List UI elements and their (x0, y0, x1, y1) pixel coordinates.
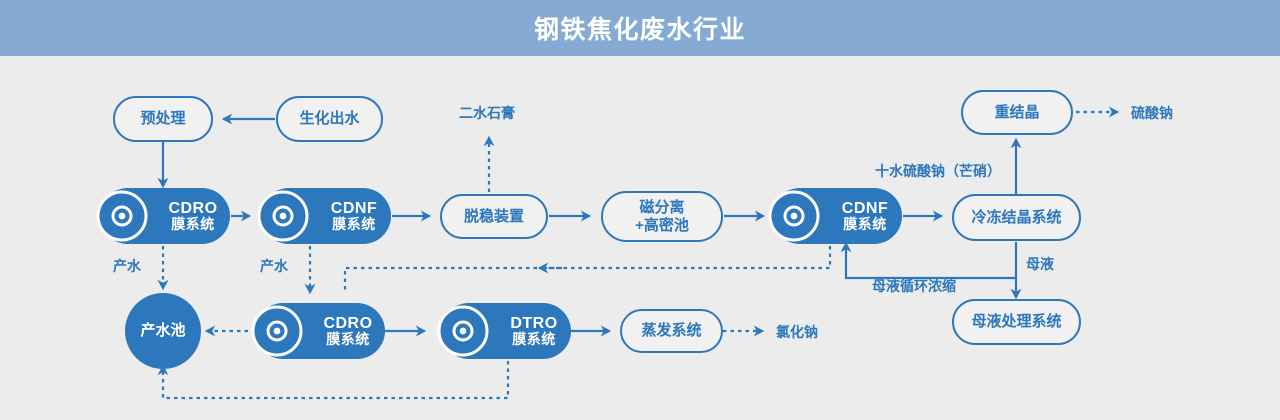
node-cdnf-1-en: CDNF (330, 199, 378, 217)
label-mother-liquor-recycle: 母液循环浓缩 (872, 278, 956, 294)
node-freeze-crystallization-label: 冷冻结晶系统 (971, 208, 1062, 226)
label-product-water-2: 产水 (260, 258, 288, 274)
node-biochem-effluent-label: 生化出水 (299, 110, 360, 128)
label-mother-liquor: 母液 (1026, 256, 1054, 272)
node-cdro-1-cn: 膜系统 (171, 216, 215, 233)
node-freeze-crystallization[interactable]: 冷冻结晶系统 (952, 194, 1081, 241)
membrane-icon (257, 190, 309, 242)
node-dtro-cn: 膜系统 (512, 331, 556, 348)
membrane-icon (437, 305, 489, 357)
node-cdro-1[interactable]: CDRO 膜系统 (96, 188, 230, 244)
node-mother-liquor-treatment-label: 母液处理系统 (971, 313, 1062, 331)
node-evaporation-system-label: 蒸发系统 (641, 322, 702, 340)
page-title: 钢铁焦化废水行业 (533, 16, 746, 44)
node-magnetic-separation-line1: 磁分离 (639, 199, 685, 217)
label-sodium-sulfate: 硫酸钠 (1131, 105, 1173, 121)
label-gypsum: 二水石膏 (459, 105, 515, 121)
node-cdro-2-cn: 膜系统 (326, 331, 370, 348)
node-product-water-pool-label: 产水池 (140, 322, 186, 340)
label-sodium-chloride: 氯化钠 (776, 324, 818, 340)
page-header: 钢铁焦化废水行业 (0, 0, 1280, 56)
label-glauber-salt: 十水硫酸钠（芒硝） (875, 163, 1001, 179)
node-magnetic-separation-line2: +高密池 (635, 216, 689, 234)
membrane-icon (768, 190, 820, 242)
node-destabilizer-label: 脱稳装置 (463, 207, 524, 225)
membrane-icon (96, 190, 148, 242)
node-cdnf-1-cn: 膜系统 (332, 216, 376, 233)
node-destabilizer[interactable]: 脱稳装置 (440, 194, 548, 239)
node-recrystallization-label: 重结晶 (994, 103, 1040, 121)
node-pretreatment[interactable]: 预处理 (113, 96, 213, 142)
membrane-icon (251, 305, 303, 357)
node-cdnf-2-en: CDNF (841, 199, 889, 217)
node-cdro-2[interactable]: CDRO 膜系统 (251, 303, 385, 359)
node-product-water-pool[interactable]: 产水池 (125, 293, 201, 369)
node-dtro-en: DTRO (510, 314, 558, 332)
node-recrystallization[interactable]: 重结晶 (961, 90, 1073, 135)
node-cdnf-2[interactable]: CDNF 膜系统 (768, 188, 902, 244)
node-magnetic-separation[interactable]: 磁分离 +高密池 (601, 191, 723, 242)
node-cdnf-1[interactable]: CDNF 膜系统 (257, 188, 391, 244)
node-dtro[interactable]: DTRO 膜系统 (437, 303, 571, 359)
node-cdro-1-en: CDRO (168, 199, 218, 217)
node-pretreatment-label: 预处理 (140, 110, 186, 128)
node-cdnf-2-cn: 膜系统 (843, 216, 887, 233)
node-cdro-2-en: CDRO (323, 314, 373, 332)
node-mother-liquor-treatment[interactable]: 母液处理系统 (952, 299, 1081, 345)
node-biochem-effluent[interactable]: 生化出水 (276, 96, 383, 142)
label-product-water-1: 产水 (113, 258, 141, 274)
node-evaporation-system[interactable]: 蒸发系统 (620, 309, 723, 353)
